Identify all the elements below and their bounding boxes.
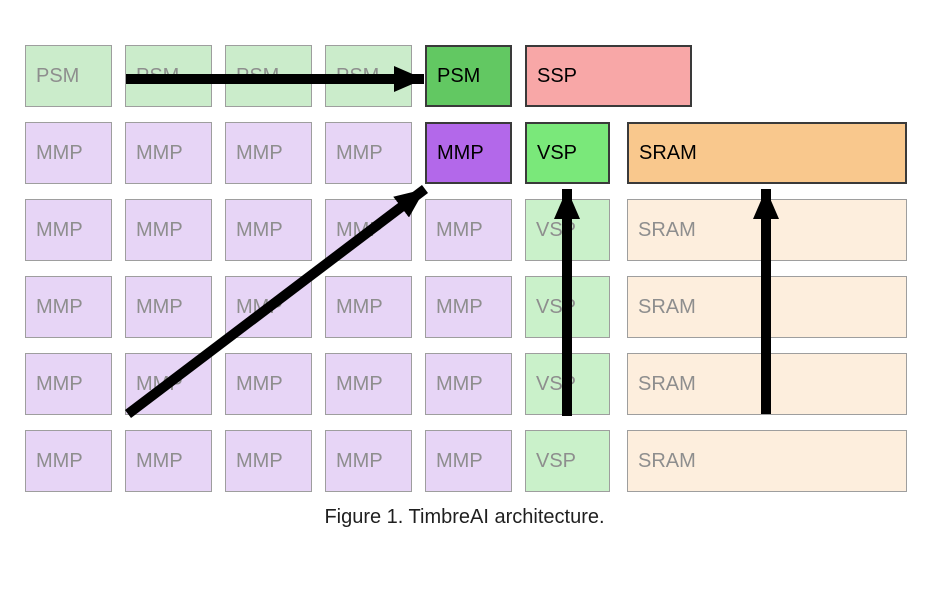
mmp-block: MMP	[125, 276, 212, 338]
mmp-block-active: MMP	[425, 122, 512, 184]
sram-block: SRAM	[627, 353, 907, 415]
mmp-block: MMP	[125, 430, 212, 492]
ssp-block-active: SSP	[525, 45, 692, 107]
sram-block: SRAM	[627, 276, 907, 338]
mmp-block: MMP	[225, 199, 312, 261]
mmp-block: MMP	[425, 353, 512, 415]
mmp-block: MMP	[125, 122, 212, 184]
vsp-block: VSP	[525, 276, 610, 338]
mmp-block: MMP	[225, 430, 312, 492]
mmp-block: MMP	[325, 122, 412, 184]
psm-block: PSM	[225, 45, 312, 107]
mmp-block: MMP	[225, 276, 312, 338]
psm-block-active: PSM	[425, 45, 512, 107]
vsp-block: VSP	[525, 430, 610, 492]
psm-block: PSM	[25, 45, 112, 107]
sram-block: SRAM	[627, 199, 907, 261]
mmp-block: MMP	[125, 353, 212, 415]
vsp-block: VSP	[525, 199, 610, 261]
mmp-block: MMP	[225, 122, 312, 184]
mmp-block: MMP	[225, 353, 312, 415]
mmp-block: MMP	[325, 430, 412, 492]
mmp-block: MMP	[125, 199, 212, 261]
mmp-block: MMP	[325, 199, 412, 261]
figure-caption: Figure 1. TimbreAI architecture.	[324, 506, 605, 528]
psm-block: PSM	[325, 45, 412, 107]
mmp-block: MMP	[25, 122, 112, 184]
vsp-block-active: VSP	[525, 122, 610, 184]
vsp-block: VSP	[525, 353, 610, 415]
mmp-block: MMP	[325, 276, 412, 338]
mmp-block: MMP	[425, 276, 512, 338]
mmp-block: MMP	[25, 430, 112, 492]
mmp-block: MMP	[25, 199, 112, 261]
mmp-block: MMP	[25, 276, 112, 338]
mmp-block: MMP	[325, 353, 412, 415]
mmp-block: MMP	[25, 353, 112, 415]
psm-block: PSM	[125, 45, 212, 107]
mmp-block: MMP	[425, 430, 512, 492]
mmp-block: MMP	[425, 199, 512, 261]
sram-block: SRAM	[627, 430, 907, 492]
sram-block-active: SRAM	[627, 122, 907, 184]
